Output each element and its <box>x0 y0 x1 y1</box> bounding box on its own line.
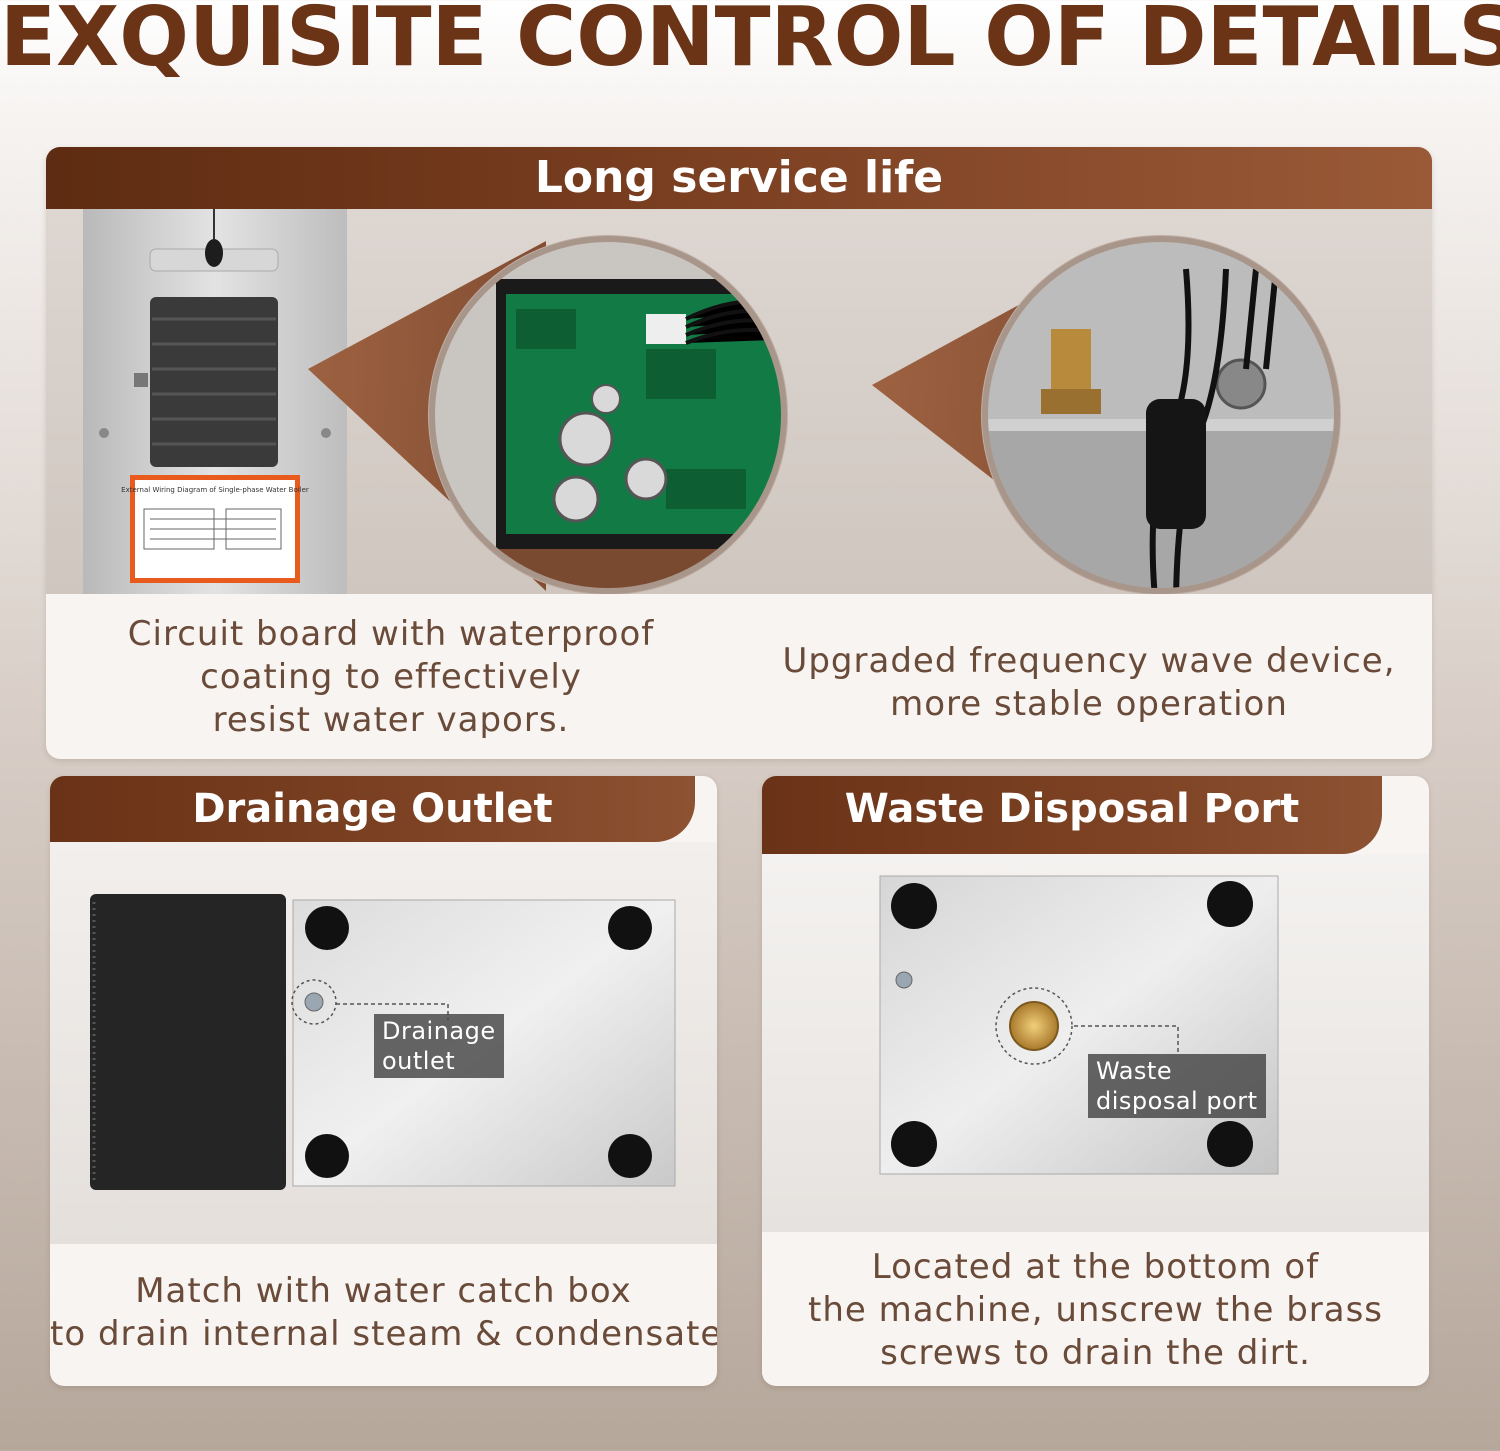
waste-caption: Located at the bottom of the machine, un… <box>762 1246 1429 1375</box>
service-life-illustration: External Wiring Diagram of Single-phase … <box>83 209 1341 595</box>
sticker-title: External Wiring Diagram of Single-phase … <box>121 486 309 494</box>
callout-line: Waste <box>1096 1057 1173 1085</box>
frequency-device-caption: Upgraded frequency wave device, more sta… <box>746 640 1432 726</box>
waste-port-card: Waste disposal port Waste Disposal Port … <box>762 776 1429 1386</box>
waste-callout: Waste disposal port <box>1088 1054 1266 1118</box>
waste-photo <box>762 854 1429 1232</box>
base-plate <box>879 875 1279 1175</box>
callout-line: Drainage <box>382 1017 496 1045</box>
page-title: EXQUISITE CONTROL OF DETAILS <box>0 0 1500 85</box>
rubber-foot <box>305 906 349 950</box>
rubber-foot <box>891 1121 937 1167</box>
drainage-callout: Drainage outlet <box>374 1014 504 1078</box>
callout-line: outlet <box>382 1047 456 1075</box>
service-life-card: Long service life <box>46 147 1432 759</box>
caption-line: resist water vapors. <box>212 700 570 740</box>
drainage-heading: Drainage Outlet <box>50 776 695 842</box>
rubber-foot <box>891 883 937 929</box>
drainage-caption: Match with water catch box to drain inte… <box>50 1270 717 1356</box>
boiler-body <box>90 894 286 1190</box>
callout-line: disposal port <box>1096 1087 1258 1115</box>
caption-line: more stable operation <box>890 684 1288 724</box>
circuit-board-caption: Circuit board with waterproof coating to… <box>46 613 736 742</box>
service-life-heading: Long service life <box>46 147 1432 209</box>
brass-screw <box>1009 1001 1059 1051</box>
rubber-foot <box>1207 881 1253 927</box>
caption-line: coating to effectively <box>200 657 582 697</box>
rubber-foot <box>305 1134 349 1178</box>
drainage-hole <box>304 992 324 1012</box>
rubber-foot <box>1207 1121 1253 1167</box>
rubber-foot <box>608 906 652 950</box>
caption-line: Located at the bottom of <box>871 1247 1320 1287</box>
waste-illustration <box>879 875 1279 1175</box>
caption-line: screws to drain the dirt. <box>880 1333 1311 1373</box>
caption-line: Upgraded frequency wave device, <box>782 641 1396 681</box>
waste-port-highlight <box>995 987 1073 1065</box>
drainage-outlet-card: Drainage outlet Drainage Outlet Match wi… <box>50 776 717 1386</box>
service-life-photos: External Wiring Diagram of Single-phase … <box>46 209 1432 595</box>
caption-line: to drain internal steam & condensate <box>50 1314 717 1354</box>
rubber-foot <box>608 1134 652 1178</box>
drainage-highlight <box>291 979 337 1025</box>
caption-line: the machine, unscrew the brass <box>807 1290 1384 1330</box>
caption-line: Circuit board with waterproof <box>127 614 655 654</box>
waste-heading: Waste Disposal Port <box>762 776 1382 854</box>
caption-line: Match with water catch box <box>135 1271 632 1311</box>
vent-grille <box>150 297 278 467</box>
